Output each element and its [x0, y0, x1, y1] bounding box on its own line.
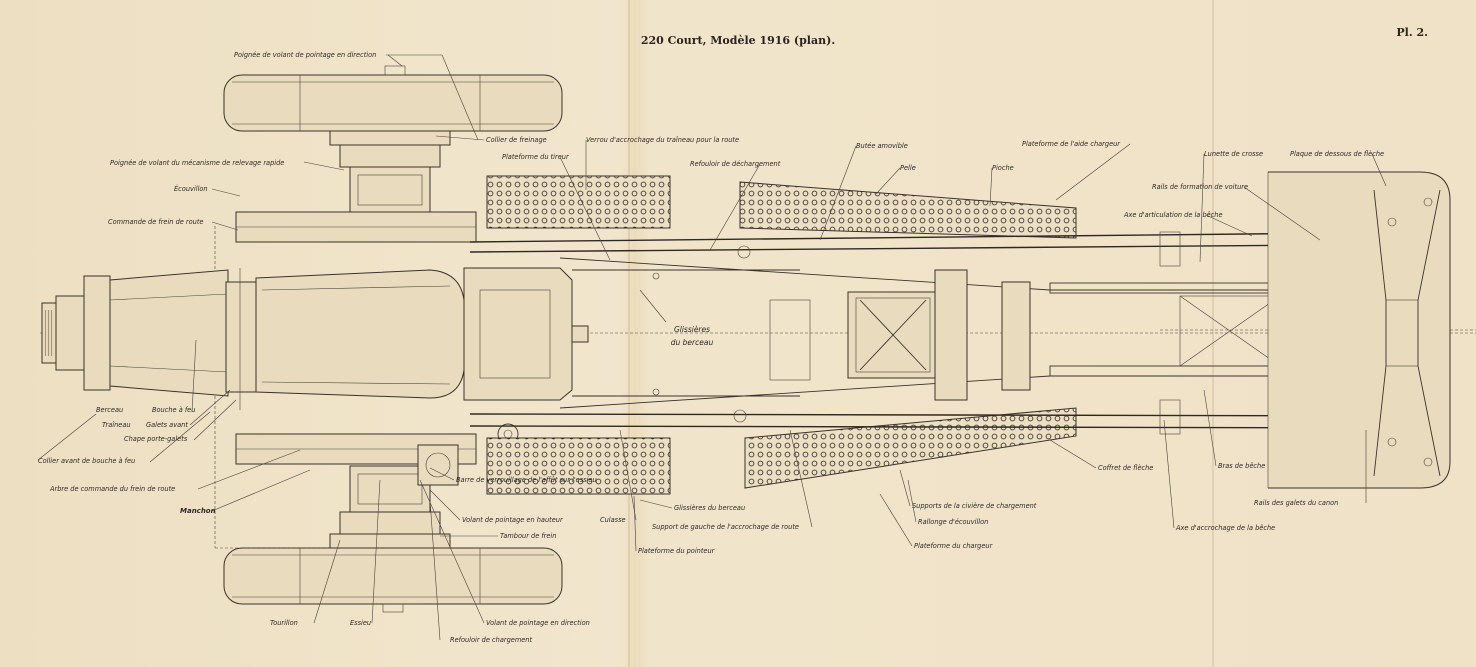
leader-lines: [37, 54, 1387, 641]
label-plateforme-aide-chargeur: Plateforme de l'aide chargeur: [1022, 140, 1121, 148]
axle-assembly: [214, 130, 519, 549]
label-glissieres-bas: Glissières du berceau: [674, 504, 745, 512]
label-bras-beche: Bras de bêche: [1218, 462, 1265, 470]
label-glissieres-2: du berceau: [671, 338, 714, 347]
label-plateforme-chargeur: Plateforme du chargeur: [914, 542, 994, 550]
center-labels: Glissières du berceau: [671, 325, 714, 347]
label-plateforme-pointeur: Plateforme du pointeur: [638, 547, 716, 555]
top-labels: Poignée de volant de pointage en directi…: [108, 51, 1384, 226]
label-collier-avant: Collier avant de bouche à feu: [38, 457, 135, 465]
deck-plates: [486, 175, 1077, 495]
label-poignee-relevage: Poignée de volant du mécanisme de releva…: [110, 159, 284, 167]
label-commande-frein: Commande de frein de route: [108, 218, 203, 226]
label-glissieres-1: Glissières: [674, 325, 710, 334]
label-plaque-dessous-fleche: Plaque de dessous de flèche: [1290, 150, 1384, 158]
label-plateforme-tireur: Plateforme du tireur: [502, 153, 570, 161]
top-wheel: [223, 65, 563, 132]
label-galets-avant: Galets avant: [146, 421, 188, 429]
bottom-labels: Coffret de flèche Bras de bêche Barre de…: [270, 462, 1338, 644]
label-chape-porte-galets: Chape porte-galets: [124, 435, 188, 443]
label-poignee-direction: Poignée de volant de pointage en directi…: [234, 51, 376, 59]
label-refouloir-dechargement: Refouloir de déchargement: [690, 160, 781, 168]
bottom-wheel: [223, 547, 563, 613]
label-supports-civiere: Supports de la civière de chargement: [912, 502, 1037, 510]
label-culasse: Culasse: [600, 516, 626, 524]
label-ecouvillon: Écouvillon: [174, 184, 208, 193]
label-support-gauche: Support de gauche de l'accrochage de rou…: [652, 523, 799, 531]
label-manchon: Manchon: [180, 507, 216, 515]
paper-fold: [1212, 0, 1214, 667]
label-essieu: Essieu: [350, 619, 371, 627]
barrel: [41, 245, 811, 423]
label-butee-amovible: Butée amovible: [856, 142, 908, 150]
label-tourillon: Tourillon: [270, 619, 298, 627]
label-coffret-fleche: Coffret de flèche: [1098, 464, 1153, 472]
spade: [1267, 171, 1451, 489]
left-labels: Berceau Bouche à feu Traîneau Galets ava…: [38, 406, 216, 515]
label-traineau: Traîneau: [102, 421, 131, 429]
label-refouloir-chargement: Refouloir de chargement: [450, 636, 532, 644]
label-volant-hauteur: Volant de pointage en hauteur: [462, 516, 564, 524]
label-arbre-commande-frein: Arbre de commande du frein de route: [49, 485, 175, 493]
label-pelle: Pelle: [900, 164, 916, 172]
label-volant-direction: Volant de pointage en direction: [486, 619, 590, 627]
label-verrou-traineau: Verrou d'accrochage du traîneau pour la …: [586, 136, 739, 144]
label-rails-galets-canon: Rails des galets du canon: [1254, 499, 1338, 507]
label-axe-accrochage-beche: Axe d'accrochage de la bêche: [1175, 524, 1275, 532]
label-rallonge-ecouvillon: Rallonge d'écouvillon: [918, 518, 988, 526]
plate-number: Pl. 2.: [1396, 26, 1428, 39]
paper-fold: [628, 0, 630, 667]
label-pioche: Pioche: [992, 164, 1014, 172]
drawing-title: 220 Court, Modèle 1916 (plan).: [640, 34, 836, 47]
label-axe-articulation: Axe d'articulation de la bêche: [1123, 211, 1223, 219]
label-berceau: Berceau: [96, 406, 123, 414]
label-rails-formation: Rails de formation de voiture: [1152, 183, 1248, 191]
label-tambour-frein: Tambour de frein: [500, 532, 556, 540]
label-lunette-crosse: Lunette de crosse: [1204, 150, 1263, 158]
label-collier-freinage: Collier de freinage: [486, 136, 547, 144]
label-barre-verrouillage: Barre de verrouillage de l'affût sur l'e…: [456, 476, 597, 484]
label-bouche-feu: Bouche à feu: [152, 406, 195, 414]
